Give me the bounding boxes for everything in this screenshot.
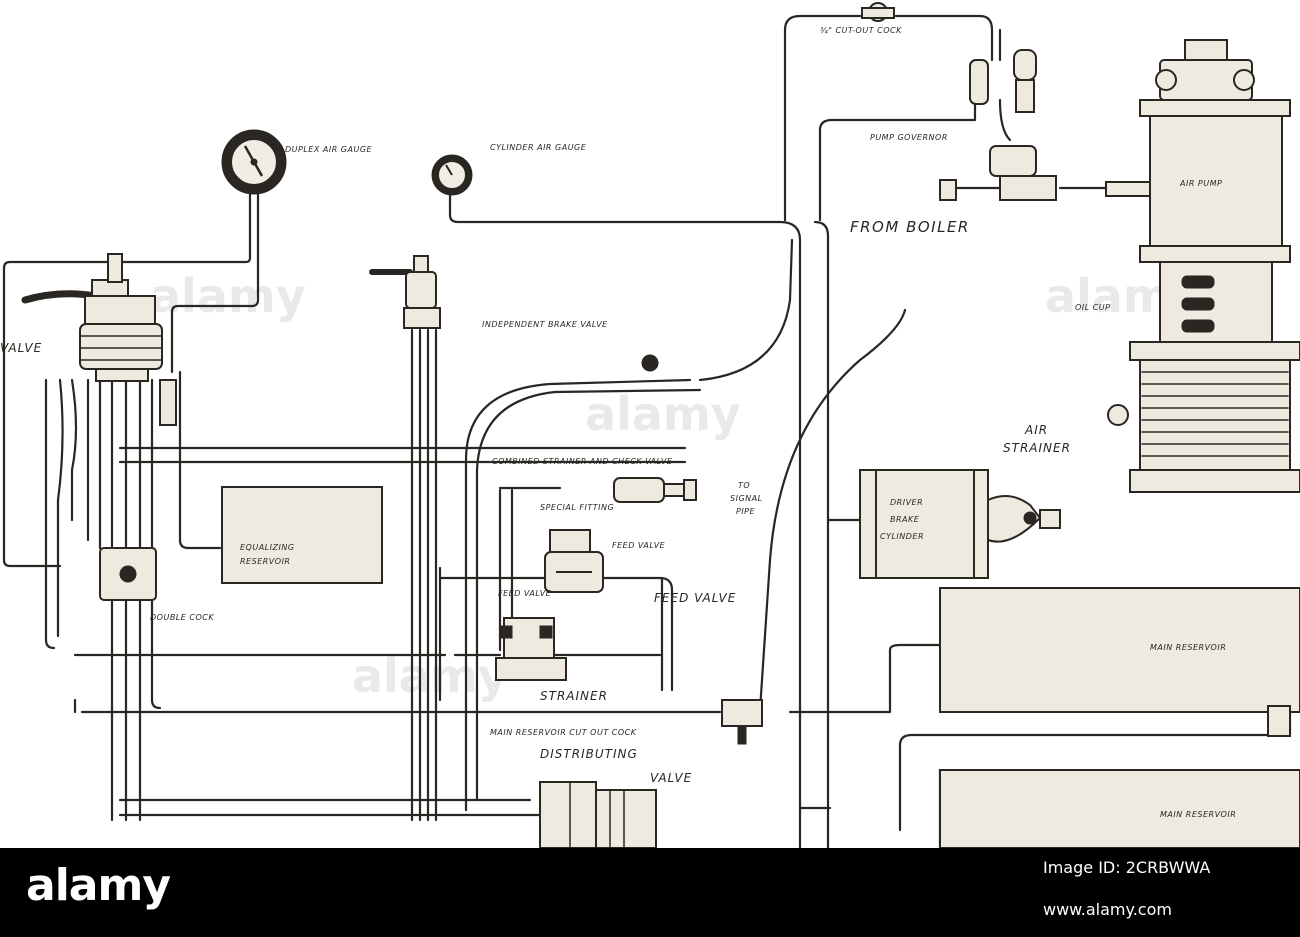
- label-air-pump: AIR PUMP: [1179, 179, 1222, 188]
- brand-logo: alamy: [26, 860, 171, 911]
- label-independent-brake-valve: INDEPENDENT BRAKE VALVE: [482, 320, 608, 329]
- independent-brake-valve: [369, 255, 441, 329]
- label-pump-governor: PUMP GOVERNOR: [870, 133, 948, 142]
- label-feed-valve: FEED VALVE: [498, 589, 552, 598]
- label-valve: VALVE: [0, 341, 42, 355]
- label-strainer: STRAINER: [540, 689, 608, 703]
- feed-valve-lower: [495, 617, 567, 681]
- label-from-boiler: FROM BOILER: [850, 218, 970, 236]
- stock-footer-bar: alamy Image ID: 2CRBWWA www.alamy.com: [0, 848, 1300, 937]
- site-url-text: www.alamy.com: [1043, 900, 1172, 919]
- cylinder-air-gauge: [431, 154, 473, 196]
- distributing-valve: [539, 781, 657, 848]
- main-reservoir-lower: [939, 769, 1300, 848]
- air-pump: [1105, 39, 1300, 493]
- image-id-text: Image ID: 2CRBWWA: [1043, 858, 1211, 877]
- label-duplex-gauge: DUPLEX AIR GAUGE: [285, 145, 373, 154]
- watermark-text: alamy: [585, 387, 741, 441]
- label-layer: ¾" CUT-OUT COCK DUPLEX AIR GAUGE CYLINDE…: [0, 26, 1236, 819]
- watermark-text: alamy: [150, 269, 306, 323]
- duplex-air-gauge: [221, 129, 287, 195]
- label-feed-valve: FEED VALVE: [612, 541, 666, 550]
- label-distributing-valve: DISTRIBUTING: [540, 747, 638, 761]
- label-oil-cup: OIL CUP: [1075, 303, 1110, 312]
- label-to-signal-pipe: PIPE: [736, 507, 756, 516]
- main-reservoir-cutout-cock: [721, 699, 763, 745]
- pump-governor: [939, 49, 1057, 201]
- label-distributing-valve: VALVE: [650, 771, 692, 785]
- label-to-signal-pipe: TO: [738, 481, 750, 490]
- combined-strainer-check-valve: [613, 477, 697, 503]
- label-cutout-cock: ¾" CUT-OUT COCK: [820, 26, 902, 35]
- double-cock: [99, 547, 157, 601]
- label-feed-valve: FEED VALVE: [654, 591, 736, 605]
- label-driver-brake-cylinder: DRIVER: [890, 498, 923, 507]
- pipe-end-dot: [641, 354, 659, 372]
- automatic-brake-valve: [21, 253, 177, 426]
- label-driver-brake-cylinder: BRAKE: [890, 515, 920, 524]
- label-equalizing-reservoir: EQUALIZING: [240, 543, 295, 552]
- label-special-fitting: SPECIAL FITTING: [540, 503, 614, 512]
- air-brake-piping-diagram: alamy alamy alamy alamy alamy: [0, 2, 1300, 848]
- label-main-reservoir: MAIN RESERVOIR: [1150, 643, 1226, 652]
- label-air-strainer: STRAINER: [1003, 441, 1071, 455]
- watermark-text: alamy: [352, 649, 508, 703]
- label-cylinder-gauge: CYLINDER AIR GAUGE: [490, 143, 587, 152]
- reservoir-drain-fitting: [1267, 705, 1291, 737]
- label-driver-brake-cylinder: CYLINDER: [880, 532, 924, 541]
- label-main-reservoir: MAIN RESERVOIR: [1160, 810, 1236, 819]
- label-combined-strainer: COMBINED STRAINER AND CHECK VALVE: [492, 457, 673, 466]
- label-to-signal-pipe: SIGNAL: [730, 494, 763, 503]
- label-equalizing-reservoir: RESERVOIR: [240, 557, 291, 566]
- cutout-cock: [861, 2, 895, 22]
- label-air-strainer: AIR: [1024, 423, 1048, 437]
- feed-valve-upper: [544, 529, 604, 593]
- equalizing-reservoir: [221, 486, 383, 584]
- label-double-cock: DOUBLE COCK: [150, 613, 214, 622]
- main-reservoir-upper: [939, 587, 1300, 713]
- label-main-reservoir-cutout-cock: MAIN RESERVOIR CUT OUT COCK: [490, 728, 637, 737]
- driver-brake-cylinder: [859, 469, 1061, 579]
